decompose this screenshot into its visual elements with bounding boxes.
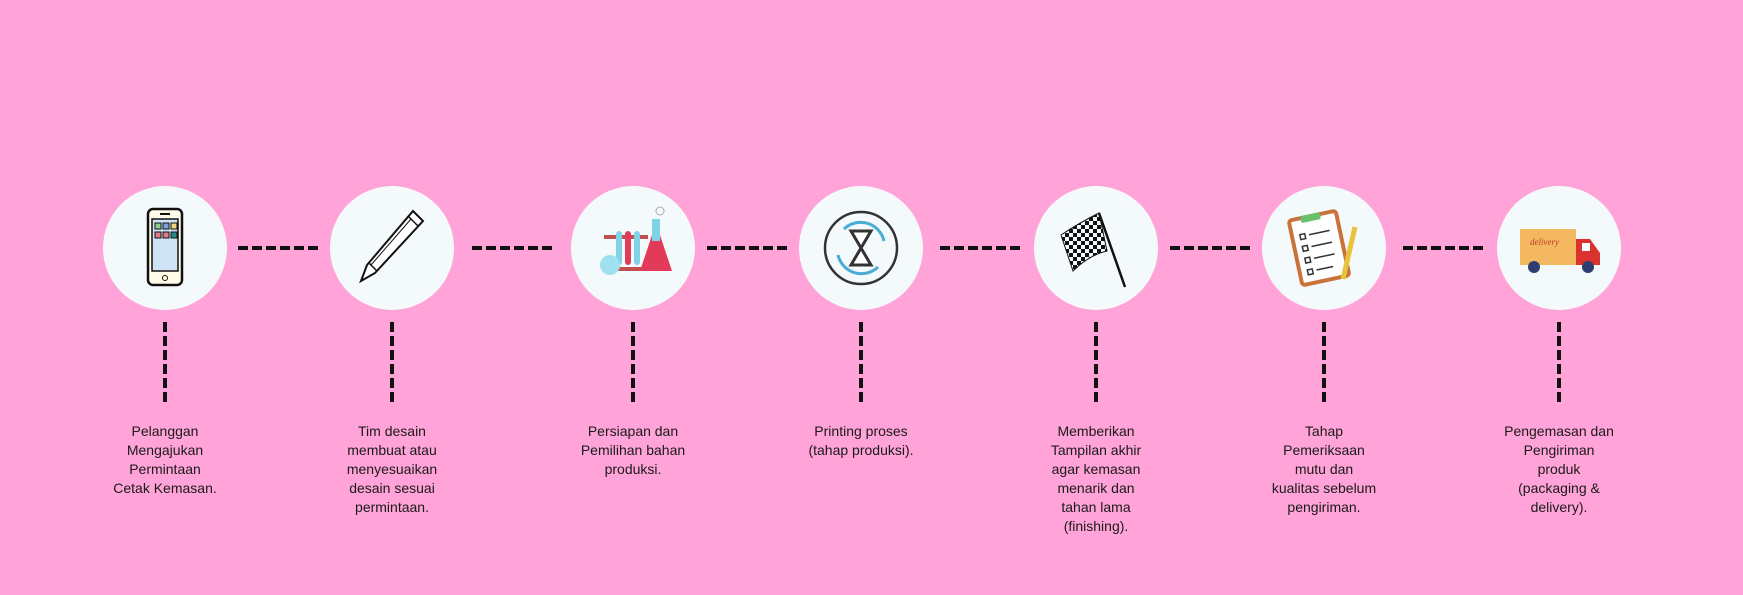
delivery-truck-icon: delivery	[1497, 186, 1621, 310]
step-label: Pelanggan Mengajukan Permintaan Cetak Ke…	[113, 423, 217, 496]
connector	[1403, 246, 1483, 250]
hourglass-cycle-icon	[799, 186, 923, 310]
vertical-connector	[163, 322, 167, 404]
connector	[707, 246, 787, 250]
connector	[472, 246, 552, 250]
step-label: Tahap Pemeriksaan mutu dan kualitas sebe…	[1271, 423, 1377, 515]
step-label: Pengemasan dan Pengiriman produk (packag…	[1504, 423, 1614, 515]
step-label: Tim desain membuat atau menyesuaikan des…	[346, 423, 438, 515]
connector	[238, 246, 318, 250]
connector	[1170, 246, 1250, 250]
vertical-connector	[1557, 322, 1561, 404]
vertical-connector	[1094, 322, 1098, 404]
step-label: Printing proses (tahap produksi).	[808, 423, 914, 458]
vertical-connector	[390, 322, 394, 404]
vertical-connector	[859, 322, 863, 404]
truck-logo-text: delivery	[1530, 237, 1559, 247]
vertical-connector	[631, 322, 635, 404]
checkered-flag-icon	[1034, 186, 1158, 310]
connector	[940, 246, 1020, 250]
vertical-connector	[1322, 322, 1326, 404]
smartphone-icon	[103, 186, 227, 310]
step-label: Persiapan dan Pemilihan bahan produksi.	[580, 423, 686, 477]
pencil-icon	[330, 186, 454, 310]
step-label: Memberikan Tampilan akhir agar kemasan m…	[1050, 423, 1142, 534]
clipboard-checklist-icon	[1262, 186, 1386, 310]
lab-flask-icon	[571, 186, 695, 310]
